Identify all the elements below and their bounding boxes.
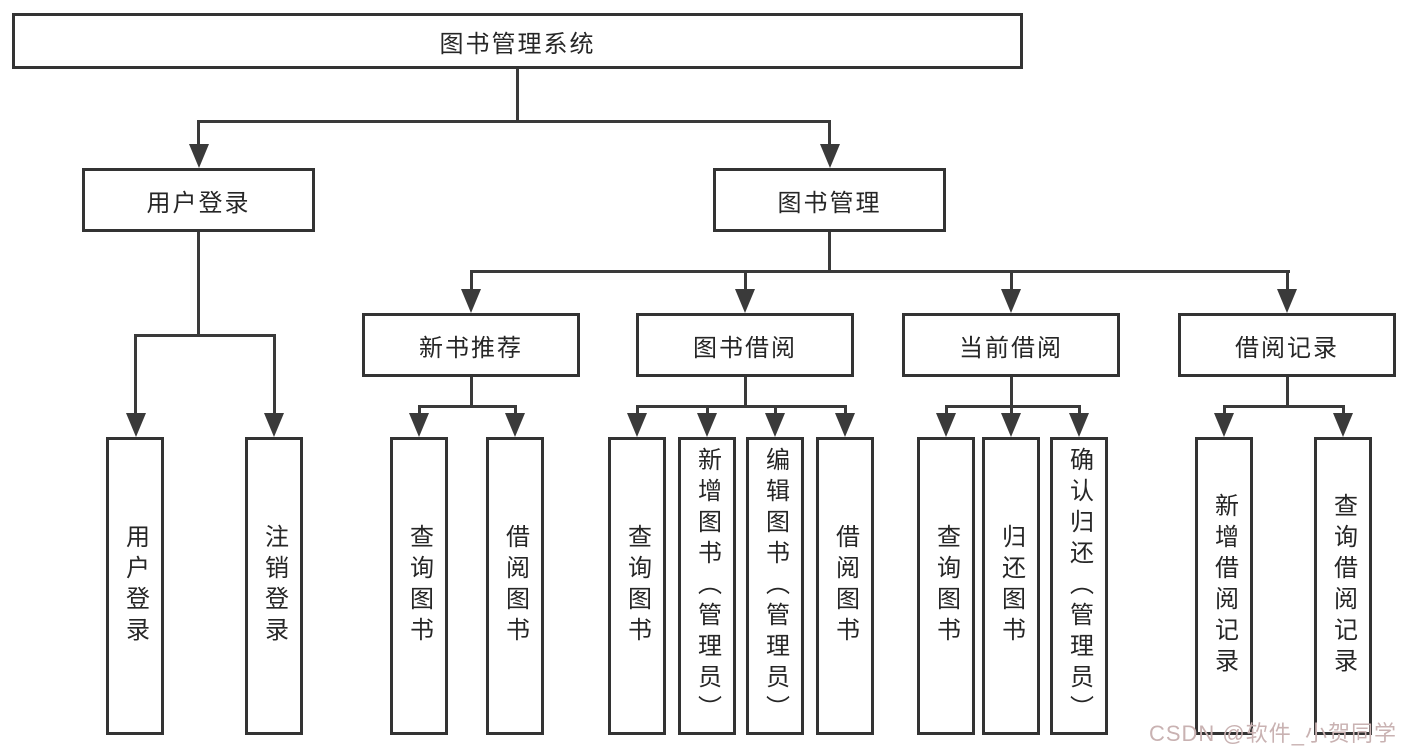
connector-line bbox=[470, 377, 473, 407]
connector-line bbox=[134, 334, 276, 337]
arrow-down-icon bbox=[936, 413, 956, 437]
leaf-newbooks-borrow-books: 借阅图书 bbox=[486, 437, 544, 735]
connector-line bbox=[470, 270, 473, 292]
connector-line bbox=[514, 405, 517, 417]
connector-line bbox=[197, 120, 200, 148]
connector-line bbox=[945, 405, 948, 417]
arrow-down-icon bbox=[1001, 289, 1021, 313]
leaf-current-confirm-return-admin: 确认归还（管理员） bbox=[1050, 437, 1108, 735]
arrow-down-icon bbox=[264, 413, 284, 437]
leaf-current-return-books: 归还图书 bbox=[982, 437, 1040, 735]
node-book-borrowing: 图书借阅 bbox=[636, 313, 854, 377]
leaf-newbooks-query-books: 查询图书 bbox=[390, 437, 448, 735]
node-new-book-recommend: 新书推荐 bbox=[362, 313, 580, 377]
arrow-down-icon bbox=[697, 413, 717, 437]
connector-line bbox=[774, 405, 777, 417]
leaf-current-query-books: 查询图书 bbox=[917, 437, 975, 735]
leaf-user-login: 用户登录 bbox=[106, 437, 164, 735]
arrow-down-icon bbox=[1001, 413, 1021, 437]
connector-line bbox=[470, 270, 1290, 273]
arrow-down-icon bbox=[126, 413, 146, 437]
arrow-down-icon bbox=[189, 144, 209, 168]
connector-line bbox=[1010, 405, 1013, 417]
connector-line bbox=[1342, 405, 1345, 417]
connector-line bbox=[1223, 405, 1226, 417]
leaf-borrow-borrow-books: 借阅图书 bbox=[816, 437, 874, 735]
arrow-down-icon bbox=[1333, 413, 1353, 437]
connector-line bbox=[844, 405, 847, 417]
connector-line bbox=[744, 270, 747, 292]
arrow-down-icon bbox=[735, 289, 755, 313]
arrow-down-icon bbox=[1069, 413, 1089, 437]
connector-line bbox=[418, 405, 421, 417]
arrow-down-icon bbox=[409, 413, 429, 437]
arrow-down-icon bbox=[835, 413, 855, 437]
leaf-records-query-borrow-record: 查询借阅记录 bbox=[1314, 437, 1372, 735]
arrow-down-icon bbox=[505, 413, 525, 437]
arrow-down-icon bbox=[765, 413, 785, 437]
leaf-borrow-query-books: 查询图书 bbox=[608, 437, 666, 735]
node-borrowing-records: 借阅记录 bbox=[1178, 313, 1396, 377]
connector-line bbox=[828, 120, 831, 148]
node-current-borrowing: 当前借阅 bbox=[902, 313, 1120, 377]
connector-line bbox=[1286, 270, 1289, 292]
arrow-down-icon bbox=[1214, 413, 1234, 437]
arrow-down-icon bbox=[461, 289, 481, 313]
connector-line bbox=[197, 232, 200, 336]
connector-line bbox=[1010, 377, 1013, 407]
arrow-down-icon bbox=[627, 413, 647, 437]
connector-line bbox=[945, 405, 1081, 408]
connector-line bbox=[1286, 377, 1289, 407]
arrow-down-icon bbox=[1277, 289, 1297, 313]
connector-line bbox=[636, 405, 847, 408]
arrow-down-icon bbox=[820, 144, 840, 168]
leaf-logout-login: 注销登录 bbox=[245, 437, 303, 735]
connector-line bbox=[418, 405, 517, 408]
connector-line bbox=[273, 334, 276, 416]
connector-line bbox=[197, 120, 831, 123]
connector-line bbox=[1223, 405, 1345, 408]
leaf-records-add-borrow-record: 新增借阅记录 bbox=[1195, 437, 1253, 735]
connector-line bbox=[134, 334, 137, 416]
connector-line bbox=[1078, 405, 1081, 417]
leaf-borrow-edit-books-admin: 编辑图书（管理员） bbox=[746, 437, 804, 735]
node-library-system: 图书管理系统 bbox=[12, 13, 1023, 69]
connector-line bbox=[744, 377, 747, 407]
leaf-borrow-add-books-admin: 新增图书（管理员） bbox=[678, 437, 736, 735]
connector-line bbox=[516, 69, 519, 122]
node-book-management: 图书管理 bbox=[713, 168, 946, 232]
connector-line bbox=[636, 405, 639, 417]
connector-line bbox=[1010, 270, 1013, 292]
node-user-login: 用户登录 bbox=[82, 168, 315, 232]
csdn-watermark: CSDN @软件_小贺同学 bbox=[1148, 721, 1397, 746]
connector-line bbox=[828, 232, 831, 272]
connector-line bbox=[706, 405, 709, 417]
